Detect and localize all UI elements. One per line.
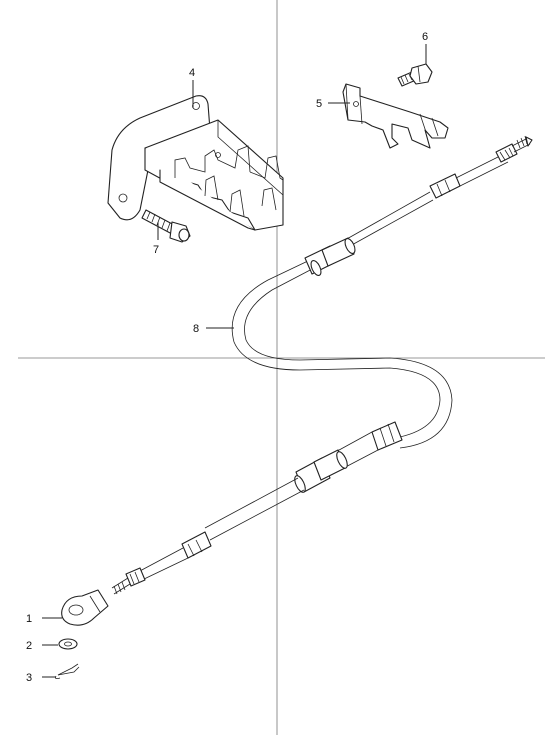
rod-end-part (61, 589, 109, 626)
callout-5: 5 (316, 98, 322, 110)
callout-1: 1 (26, 613, 32, 625)
callout-2: 2 (26, 640, 32, 652)
bolt-part-7 (141, 209, 191, 243)
control-cable-part (111, 135, 533, 595)
plate-bracket-part (342, 83, 449, 149)
callout-7: 7 (153, 244, 159, 256)
callout-6: 6 (422, 31, 428, 43)
callout-3: 3 (26, 672, 32, 684)
washer-part (58, 638, 78, 650)
callout-4: 4 (189, 67, 195, 79)
bracket-part (107, 95, 284, 231)
callout-8: 8 (193, 323, 199, 335)
cotter-pin-part (55, 663, 80, 680)
bolt-part-6 (397, 63, 433, 87)
